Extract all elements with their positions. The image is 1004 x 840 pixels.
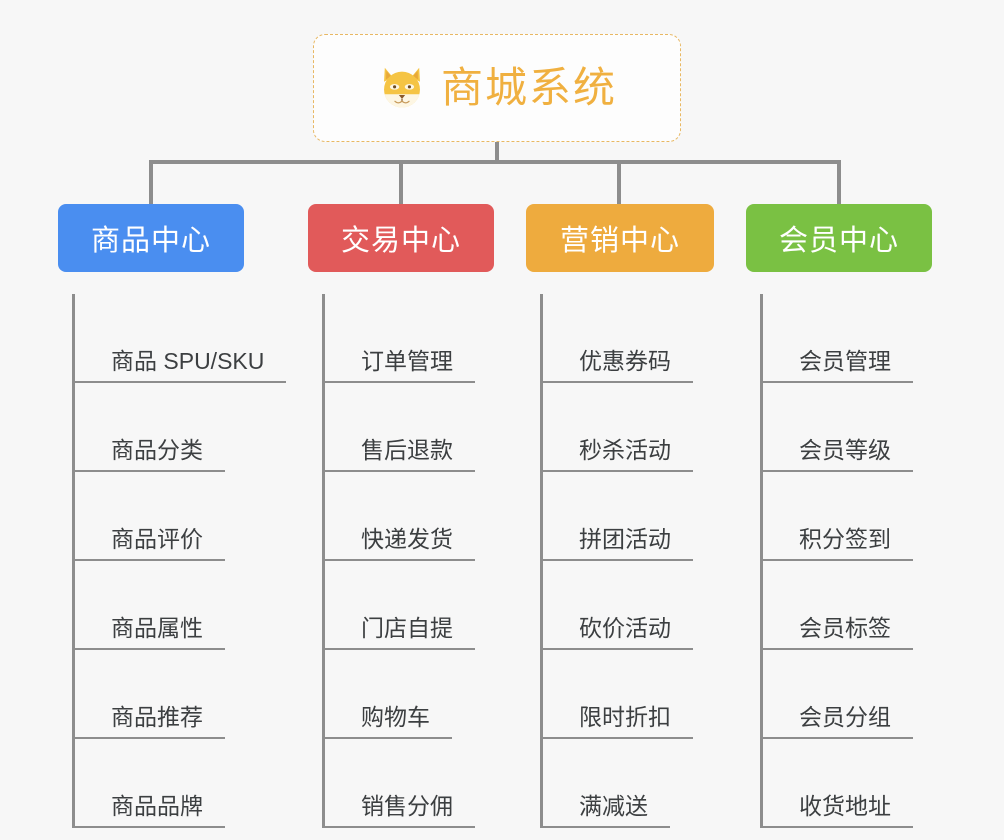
leaf-label: 拼团活动 [543, 526, 693, 561]
leaf-label: 商品 SPU/SKU [75, 348, 287, 383]
leaf-label: 商品评价 [75, 526, 225, 561]
leaf-list-4: 会员管理 会员等级 积分签到 会员标签 会员分组 收货地址 [760, 294, 986, 828]
list-item[interactable]: 积分签到 [763, 472, 986, 561]
root-node[interactable]: 商城系统 [313, 34, 681, 142]
connector-root-stem [495, 142, 499, 163]
list-item[interactable]: 商品品牌 [75, 739, 298, 828]
leaf-label: 商品分类 [75, 437, 225, 472]
leaf-label: 砍价活动 [543, 615, 693, 650]
leaf-label: 快递发货 [325, 526, 475, 561]
list-item[interactable]: 限时折扣 [543, 650, 766, 739]
leaf-list-3: 优惠券码 秒杀活动 拼团活动 砍价活动 限时折扣 满减送 [540, 294, 766, 828]
leaf-label: 订单管理 [325, 348, 475, 383]
connector-horizontal-bus [151, 160, 841, 164]
leaf-label: 满减送 [543, 793, 670, 828]
category-column-3: 营销中心 优惠券码 秒杀活动 拼团活动 砍价活动 限时折扣 满减送 [526, 204, 766, 828]
category-column-2: 交易中心 订单管理 售后退款 快递发货 门店自提 购物车 销售分佣 [308, 204, 548, 828]
leaf-label: 商品品牌 [75, 793, 225, 828]
list-item[interactable]: 快递发货 [325, 472, 548, 561]
category-column-4: 会员中心 会员管理 会员等级 积分签到 会员标签 会员分组 收货地址 [746, 204, 986, 828]
leaf-label: 收货地址 [763, 793, 913, 828]
category-header-2-label: 交易中心 [340, 225, 461, 257]
list-item[interactable]: 会员分组 [763, 650, 986, 739]
connector-drop-2 [399, 160, 403, 206]
list-item[interactable]: 门店自提 [325, 561, 548, 650]
leaf-label: 会员管理 [763, 348, 913, 383]
list-item[interactable]: 秒杀活动 [543, 383, 766, 472]
list-item[interactable]: 售后退款 [325, 383, 548, 472]
list-item[interactable]: 拼团活动 [543, 472, 766, 561]
list-item[interactable]: 商品 SPU/SKU [75, 294, 298, 383]
leaf-label: 会员等级 [763, 437, 913, 472]
category-header-2[interactable]: 交易中心 [308, 204, 494, 272]
connector-drop-4 [837, 160, 841, 206]
leaf-label: 售后退款 [325, 437, 475, 472]
list-item[interactable]: 商品属性 [75, 561, 298, 650]
category-header-4[interactable]: 会员中心 [746, 204, 932, 272]
leaf-label: 秒杀活动 [543, 437, 693, 472]
category-header-1[interactable]: 商品中心 [58, 204, 244, 272]
category-column-1: 商品中心 商品 SPU/SKU 商品分类 商品评价 商品属性 商品推荐 商品品牌 [58, 204, 298, 828]
root-title: 商城系统 [440, 64, 617, 111]
leaf-label: 会员分组 [763, 704, 913, 739]
list-item[interactable]: 会员等级 [763, 383, 986, 472]
connector-drop-3 [617, 160, 621, 206]
list-item[interactable]: 商品推荐 [75, 650, 298, 739]
shiba-dog-face-icon [384, 67, 420, 108]
category-header-3-label: 营销中心 [559, 225, 680, 257]
connector-drop-1 [149, 160, 153, 206]
list-item[interactable]: 订单管理 [325, 294, 548, 383]
leaf-label: 积分签到 [763, 526, 913, 561]
list-item[interactable]: 购物车 [325, 650, 548, 739]
leaf-list-2: 订单管理 售后退款 快递发货 门店自提 购物车 销售分佣 [322, 294, 548, 828]
list-item[interactable]: 砍价活动 [543, 561, 766, 650]
leaf-label: 会员标签 [763, 615, 913, 650]
category-header-4-label: 会员中心 [778, 225, 899, 257]
category-header-3[interactable]: 营销中心 [526, 204, 714, 272]
leaf-label: 商品属性 [75, 615, 225, 650]
leaf-label: 门店自提 [325, 615, 475, 650]
list-item[interactable]: 商品评价 [75, 472, 298, 561]
list-item[interactable]: 会员管理 [763, 294, 986, 383]
list-item[interactable]: 会员标签 [763, 561, 986, 650]
leaf-label: 限时折扣 [543, 704, 693, 739]
list-item[interactable]: 收货地址 [763, 739, 986, 828]
leaf-label: 优惠券码 [543, 348, 693, 383]
list-item[interactable]: 优惠券码 [543, 294, 766, 383]
category-header-1-label: 商品中心 [90, 225, 211, 257]
leaf-label: 商品推荐 [75, 704, 225, 739]
list-item[interactable]: 销售分佣 [325, 739, 548, 828]
leaf-label: 销售分佣 [325, 793, 475, 828]
leaf-list-1: 商品 SPU/SKU 商品分类 商品评价 商品属性 商品推荐 商品品牌 [72, 294, 298, 828]
list-item[interactable]: 商品分类 [75, 383, 298, 472]
list-item[interactable]: 满减送 [543, 739, 766, 828]
leaf-label: 购物车 [325, 704, 452, 739]
